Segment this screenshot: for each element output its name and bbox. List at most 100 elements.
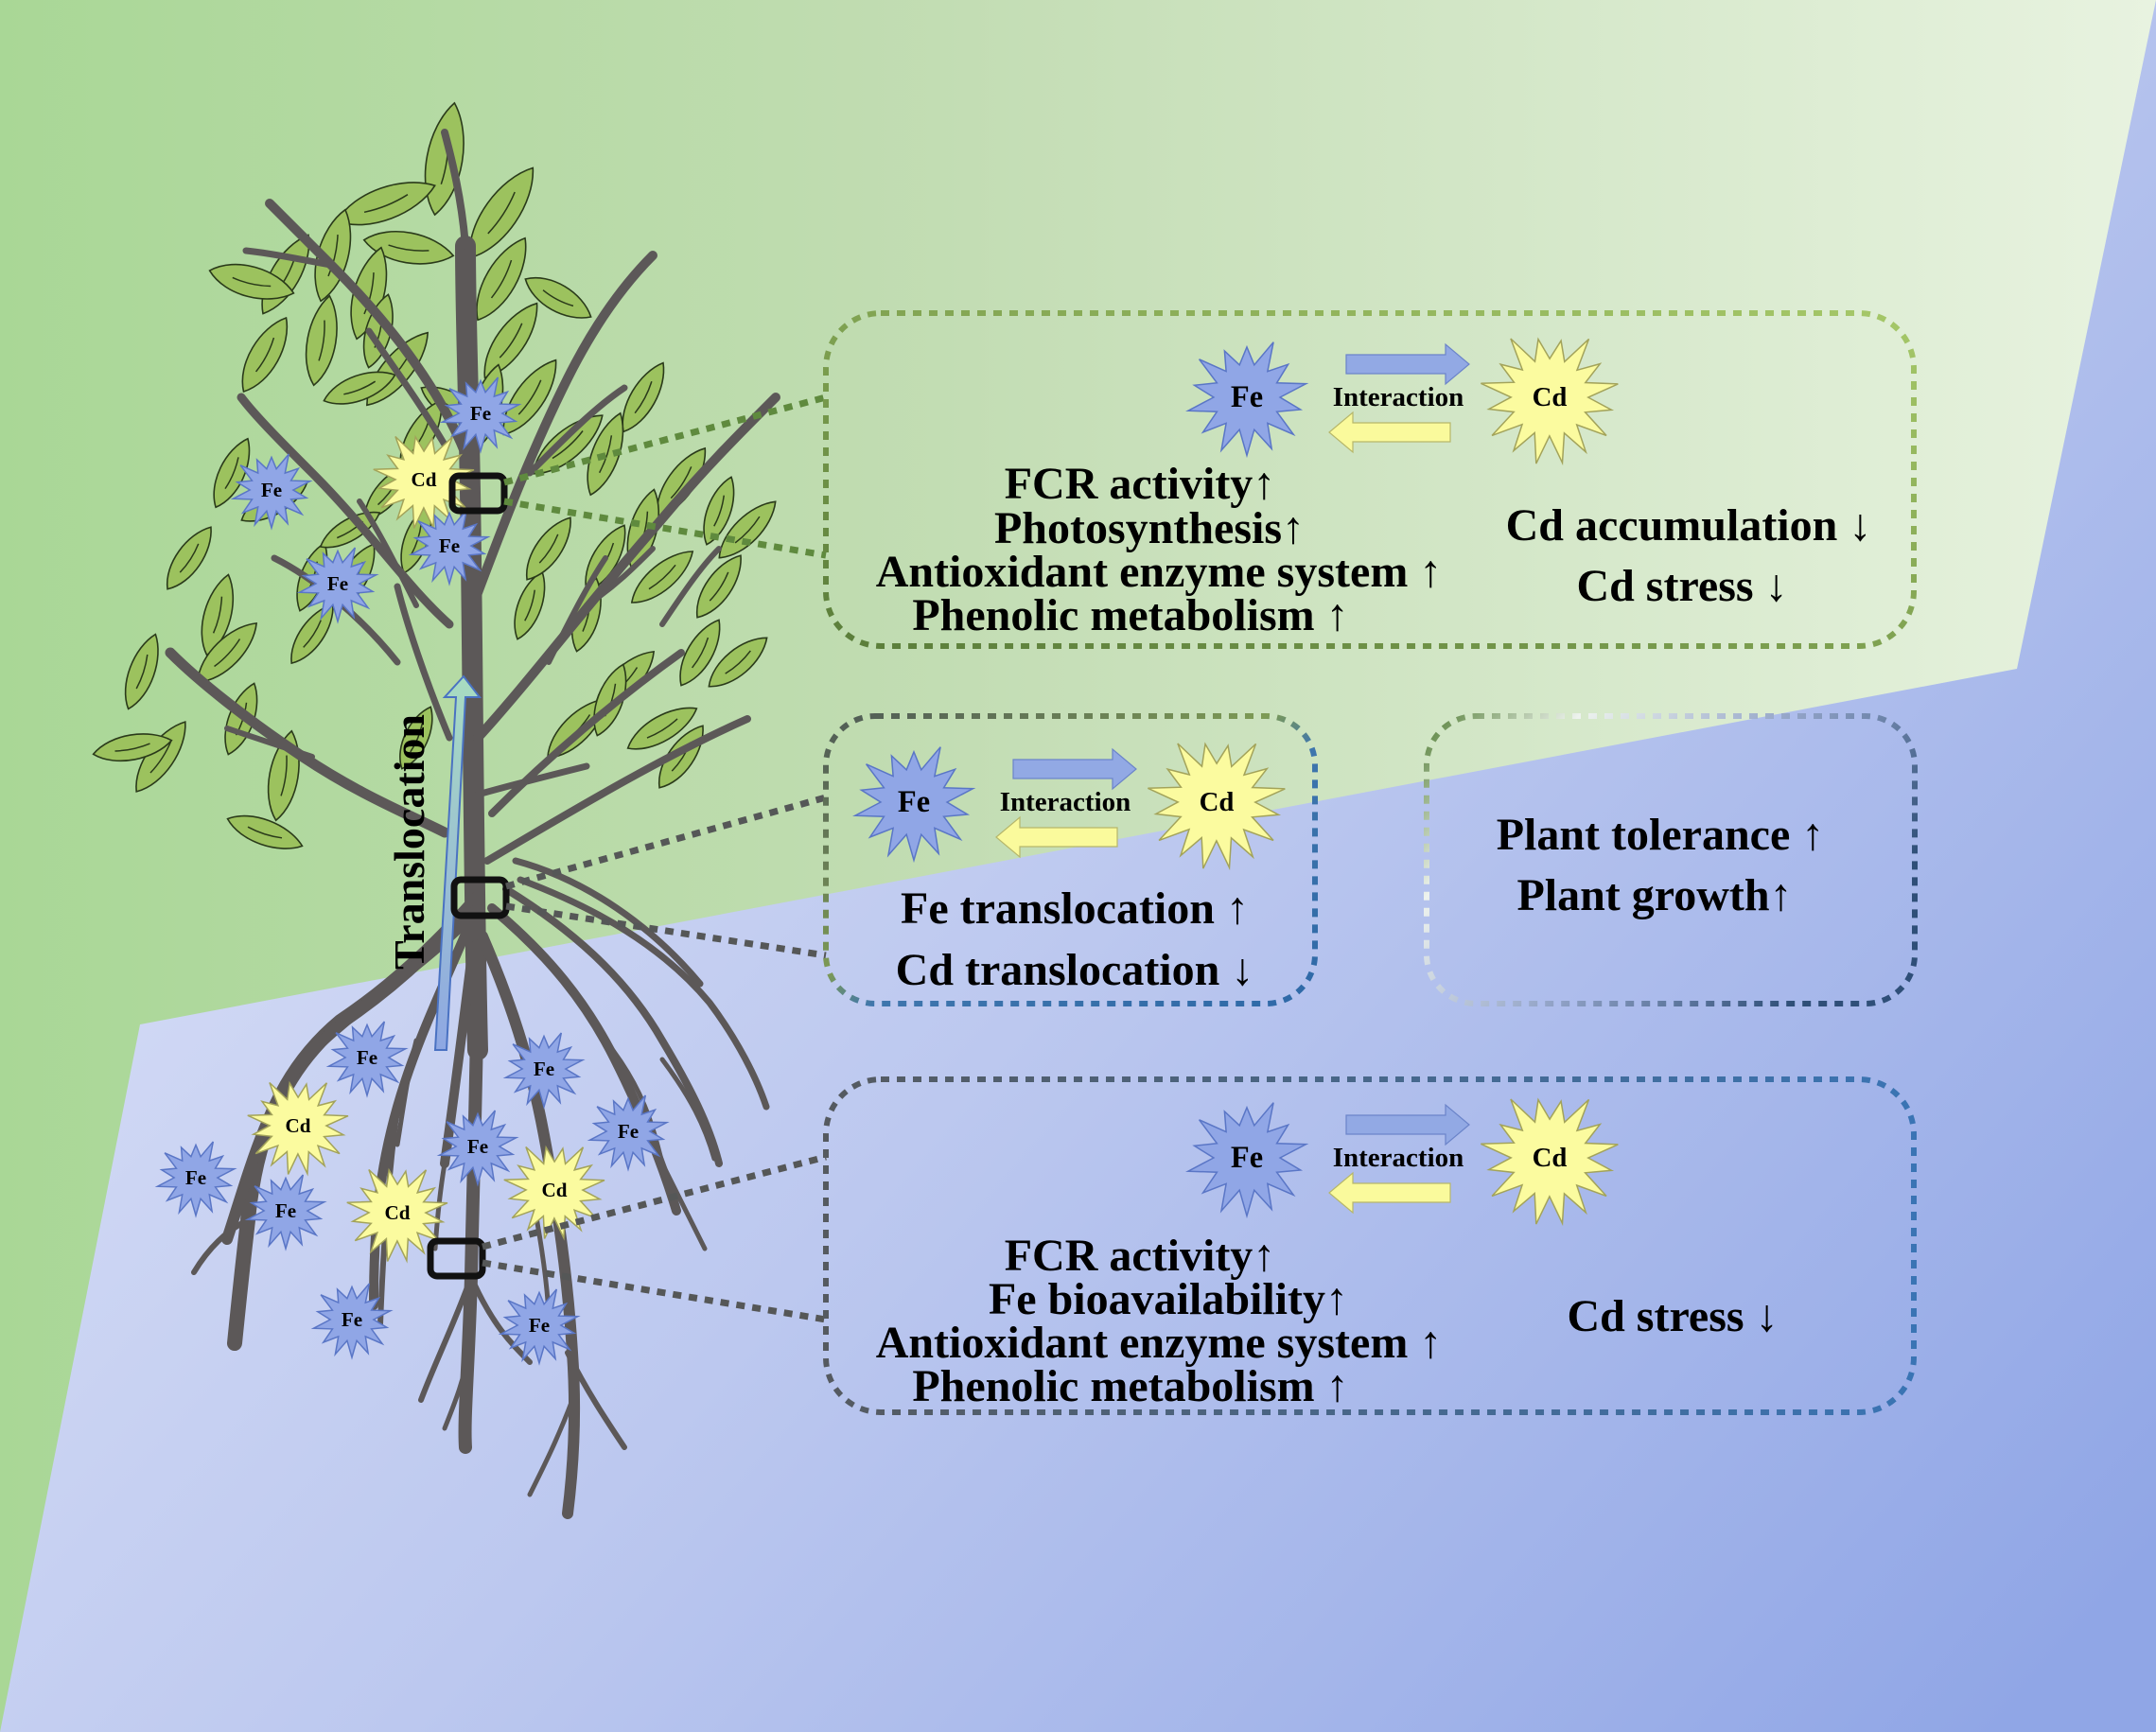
branch-11 — [394, 583, 453, 742]
cd-ion-label: Cd — [286, 1114, 311, 1137]
leaf-blade — [532, 414, 604, 475]
fe-starburst-icon — [154, 1141, 237, 1218]
interaction-fe-ion: Fe — [1185, 1102, 1309, 1219]
leaf-blade — [319, 511, 381, 549]
root-outcome-1: Cd stress ↓ — [1567, 1291, 1778, 1341]
fe-ion-label: Fe — [1231, 1141, 1263, 1175]
leaf-vein — [648, 564, 676, 590]
leaf-blade — [336, 182, 436, 226]
plant-ion-fe: Fe — [244, 1174, 327, 1251]
leaf-vein — [327, 235, 339, 277]
leaf-icon — [226, 814, 304, 849]
leaf-effect-4: Phenolic metabolism ↑ — [912, 590, 1348, 640]
leaf-blade — [197, 621, 258, 683]
leaf-icon — [124, 633, 159, 710]
fe-starburst-icon — [1185, 1102, 1309, 1219]
leaf-icon — [362, 230, 455, 265]
fe-ion-label: Fe — [342, 1308, 362, 1331]
leaf-vein — [538, 534, 559, 564]
leaf-vein — [363, 194, 409, 214]
fe-ion-label: Fe — [618, 1120, 639, 1143]
fe-ion-label: Fe — [470, 402, 491, 425]
fe-starburst-icon — [310, 1283, 394, 1360]
root-18 — [659, 1057, 717, 1162]
plant-ion-fe: Fe — [296, 547, 379, 624]
leaf-vein — [692, 637, 710, 669]
stem-leader-bottom — [505, 902, 827, 959]
leaf-blade — [718, 500, 777, 559]
leaf-blade — [124, 633, 159, 710]
leaf-icon — [626, 707, 698, 750]
root-15 — [517, 876, 770, 1111]
leaf-vein — [280, 755, 288, 796]
leaf-vein — [179, 543, 200, 573]
leaf-vein — [214, 639, 241, 668]
branch-13 — [526, 384, 628, 477]
branch-17 — [546, 555, 608, 665]
branch-18 — [483, 715, 751, 865]
plant-ion-fe: Fe — [439, 376, 522, 454]
leaf-icon — [213, 437, 251, 509]
cd-ion-label: Cd — [1200, 787, 1235, 817]
cd-starburst-icon — [1481, 1097, 1619, 1227]
plant-ion-cd: Cd — [346, 1167, 448, 1264]
branch-6 — [237, 393, 454, 629]
leaf-vein — [232, 276, 272, 288]
leaf-outcome-2: Cd stress ↓ — [1576, 561, 1787, 611]
leaf-blade — [323, 371, 396, 405]
leaf-blade — [305, 294, 338, 387]
fe-starburst-icon — [296, 547, 379, 624]
translocation-arrow-shape — [433, 674, 482, 1051]
arrow-left-icon — [995, 815, 1118, 859]
leaf-blade — [526, 516, 571, 581]
fe-ion-label: Fe — [185, 1166, 206, 1189]
fe-starburst-icon — [587, 1094, 670, 1172]
leaf-vein — [318, 320, 325, 361]
leaf-blade — [208, 263, 295, 300]
fe-starburst-icon — [439, 376, 522, 454]
leaf-vein — [713, 495, 725, 527]
interaction-cd-ion: Cd — [1148, 742, 1286, 871]
cd-ion-label: Cd — [385, 1201, 411, 1224]
fe-ion-label: Fe — [1231, 380, 1263, 414]
leaf-vein — [499, 323, 523, 359]
leaf-effect-1: FCR activity↑ — [1005, 459, 1276, 509]
stem-zoom-marker — [450, 876, 510, 919]
leaf-icon — [696, 554, 742, 619]
leaf-blade — [167, 526, 212, 590]
outcome-plant-tolerance: Plant tolerance ↑ — [1497, 810, 1825, 860]
cd-starburst-icon — [1481, 337, 1619, 466]
leaf-effect-2: Photosynthesis↑ — [994, 503, 1305, 553]
branch-20 — [474, 762, 590, 798]
branch-10 — [357, 499, 419, 608]
leaf-icon — [201, 573, 235, 656]
fe-ion-label: Fe — [529, 1314, 550, 1337]
cd-ion-label: Cd — [1533, 1143, 1568, 1173]
leaf-icon — [524, 276, 592, 319]
leaf-vein — [487, 191, 516, 235]
fe-starburst-icon — [436, 1110, 519, 1187]
leaf-icon — [526, 516, 571, 581]
leaf-vein — [490, 259, 513, 299]
fe-ion-label: Fe — [439, 534, 460, 557]
plant-ion-fe: Fe — [587, 1094, 670, 1172]
leaf-vein — [363, 272, 375, 315]
root-3 — [191, 1217, 251, 1275]
fe-starburst-icon — [1185, 341, 1309, 459]
leaf-vein — [303, 620, 322, 648]
fe-ion-label: Fe — [534, 1058, 554, 1080]
interaction-label: Interaction — [1333, 1143, 1464, 1173]
fe-starburst-icon — [498, 1288, 581, 1366]
leaf-icon — [703, 476, 735, 546]
leaf-blade — [362, 230, 455, 265]
plant-ion-cd: Cd — [247, 1080, 349, 1177]
leaf-leader-bottom — [503, 498, 827, 559]
leaf-blade — [92, 733, 173, 762]
plant-ion-fe: Fe — [325, 1021, 409, 1098]
root-20 — [394, 1038, 419, 1147]
arrow-left-icon — [1328, 1171, 1451, 1215]
